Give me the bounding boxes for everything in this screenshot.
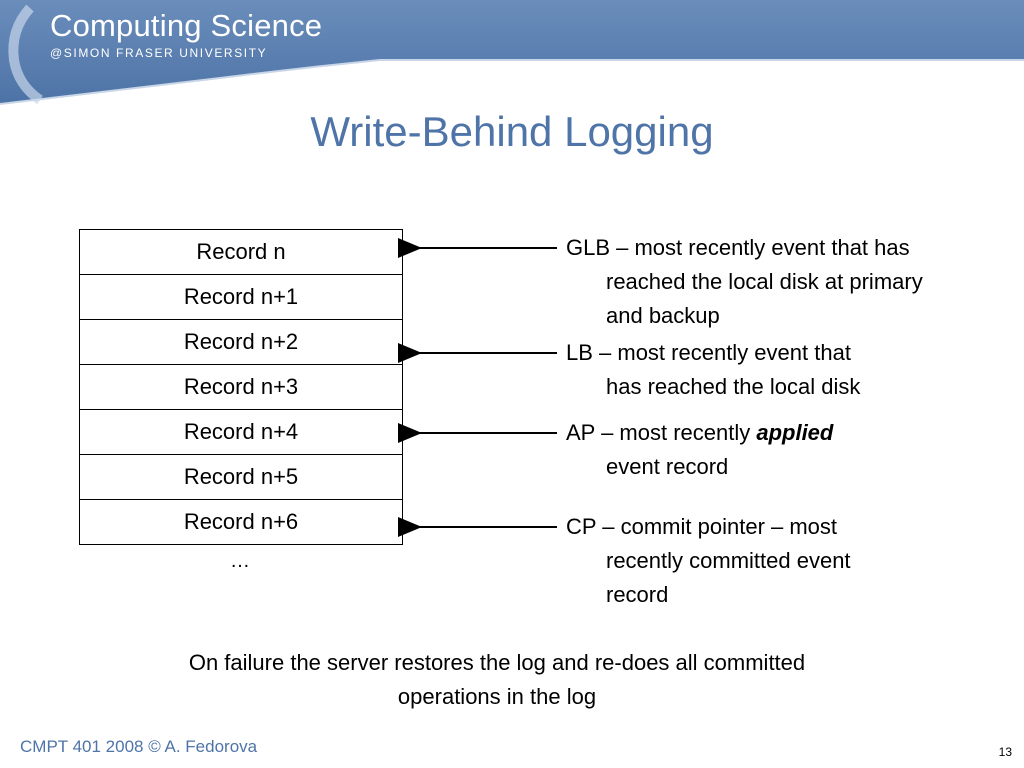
cp-line2: recently committed event: [606, 548, 851, 573]
records-ellipsis: …: [230, 550, 250, 572]
lb-line1: LB – most recently event that: [566, 340, 851, 365]
record-row: Record n+4: [80, 410, 402, 455]
glb-line3: and backup: [606, 303, 720, 328]
record-row: Record n: [80, 230, 402, 275]
cp-description: CP – commit pointer – most recently comm…: [566, 510, 996, 612]
cp-line3: record: [606, 582, 669, 607]
glb-line2: reached the local disk at primary: [606, 269, 923, 294]
glb-line1: GLB – most recently event that has: [566, 235, 910, 260]
ap-line2: event record: [606, 454, 729, 479]
ap-line1-text: AP – most recently: [566, 420, 757, 445]
record-row: Record n+1: [80, 275, 402, 320]
slide-title: Write-Behind Logging: [310, 108, 714, 155]
ap-description: AP – most recently applied event record: [566, 416, 996, 484]
record-row: Record n+2: [80, 320, 402, 365]
failure-note: On failure the server restores the log a…: [0, 646, 994, 714]
lb-description: LB – most recently event that has reache…: [566, 336, 996, 404]
brand-title: Computing Science: [50, 8, 323, 43]
header-banner: Computing Science @SIMON FRASER UNIVERSI…: [0, 0, 1024, 110]
banner-shape: [0, 0, 1024, 105]
ap-applied-emphasis: applied: [756, 420, 834, 445]
course-footer: CMPT 401 2008 © A. Fedorova: [20, 737, 258, 756]
failure-note-line1: On failure the server restores the log a…: [188, 650, 806, 675]
record-row: Record n+3: [80, 365, 402, 410]
record-row: Record n+5: [80, 455, 402, 500]
failure-note-line2: operations in the log: [397, 684, 597, 709]
page-number: 13: [998, 745, 1012, 759]
record-row: Record n+6: [80, 500, 402, 545]
cp-line1: CP – commit pointer – most: [566, 514, 838, 539]
lb-line2: has reached the local disk: [606, 374, 861, 399]
glb-description: GLB – most recently event that has reach…: [566, 231, 996, 333]
records-table: Record n Record n+1 Record n+2 Record n+…: [79, 229, 403, 545]
brand-subtitle: @SIMON FRASER UNIVERSITY: [50, 46, 268, 60]
